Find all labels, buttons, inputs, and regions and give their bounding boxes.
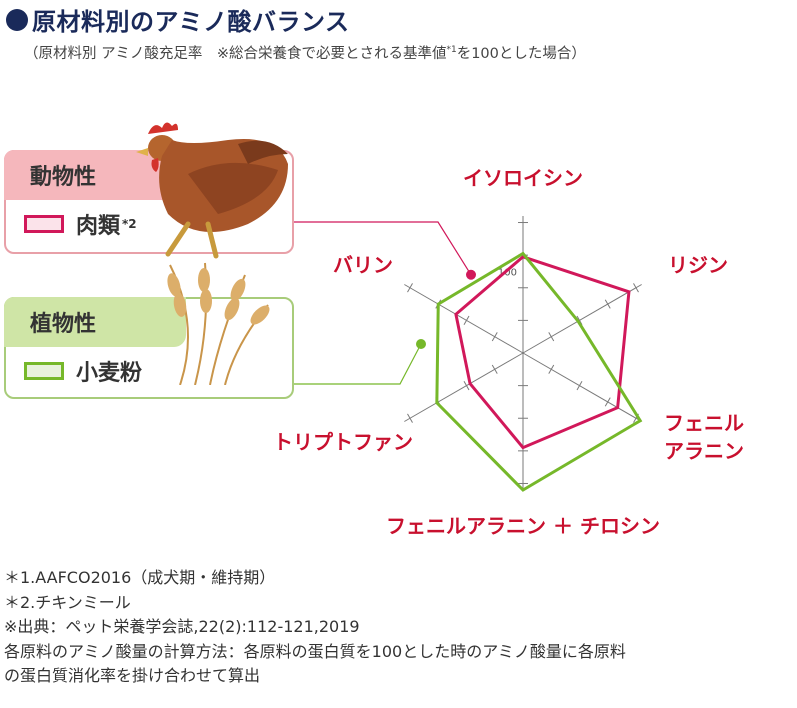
flour-swatch-icon — [24, 362, 64, 380]
subtitle-tail: を100とした場合） — [456, 46, 586, 62]
title-bar: 原材料別のアミノ酸バランス — [6, 2, 350, 37]
axis-label: イソロイシン — [463, 166, 583, 190]
axis-label: フェニルアラニン ＋ チロシン — [386, 514, 660, 538]
axis-tick — [491, 364, 498, 374]
axis-tick — [491, 332, 498, 342]
legend-label-flour: 小麦粉 — [76, 361, 143, 386]
axis-line — [404, 284, 524, 354]
connector-flour — [292, 343, 422, 385]
series-polygon-meat — [454, 255, 631, 450]
footnote-1: ＊1.AAFCO2016（成犬期・維持期） — [4, 568, 276, 587]
axis-line — [522, 352, 642, 422]
page-subtitle: （原材料別 アミノ酸充足率 ※総合栄養食で必要とされる基準値*1を100とした場… — [24, 42, 586, 63]
footnote-method-1: 各原料のアミノ酸量の計算方法：各原料の蛋白質を100とした時のアミノ酸量に各原料 — [4, 641, 626, 661]
axis-tick — [463, 381, 470, 391]
subtitle-text: （原材料別 アミノ酸充足率 ※総合栄養食で必要とされる基準値 — [24, 46, 447, 62]
legend-footnote-meat: *2 — [122, 217, 137, 231]
axis-tick — [576, 315, 583, 325]
axis-tick — [463, 315, 470, 325]
axis-tick — [604, 299, 611, 309]
panel-heading-plant: 植物性 — [4, 297, 186, 347]
meat-swatch-icon — [24, 215, 64, 233]
footnote-2: ＊2.チキンミール — [4, 592, 131, 612]
legend-item-meat: 肉類*2 — [24, 208, 137, 240]
axis-tick — [407, 413, 413, 423]
axis-tick — [576, 381, 583, 391]
legend-item-flour: 小麦粉 — [24, 355, 142, 387]
axis-label: フェニル — [664, 411, 744, 435]
axis-tick — [407, 283, 413, 293]
connector-meat — [292, 221, 472, 276]
footnote-method-2: の蛋白質消化率を掛け合わせて算出 — [4, 666, 261, 685]
subtitle-footnote-mark: *1 — [446, 45, 457, 56]
axis-tick — [548, 364, 555, 374]
axis-line — [404, 352, 524, 422]
title-bullet-icon — [6, 8, 28, 31]
axis-label: アラニン — [664, 439, 744, 463]
legend-label-meat: 肉類 — [76, 214, 121, 239]
axis-tick — [548, 332, 555, 342]
axis-label: トリプトファン — [273, 430, 413, 454]
connector-dot-meat — [466, 269, 476, 280]
wheat-photo-icon — [167, 262, 270, 385]
page-title: 原材料別のアミノ酸バランス — [32, 8, 350, 36]
axis-line — [522, 284, 642, 354]
footnotes: ＊1.AAFCO2016（成犬期・維持期） ＊2.チキンミール ※出典：ペット栄… — [4, 566, 626, 689]
chicken-photo-icon — [136, 122, 288, 259]
axis-tick — [633, 283, 639, 293]
connector-dot-flour — [416, 339, 426, 349]
footnote-source: ※出典：ペット栄養学会誌,22(2):112-121,2019 — [4, 617, 360, 636]
tick-label-100: 100 — [498, 267, 517, 278]
legend-panel-plant: 植物性 小麦粉 — [4, 297, 294, 399]
axis-tick — [604, 397, 611, 407]
axis-label: バリン — [333, 253, 393, 277]
axis-label: リジン — [668, 253, 728, 277]
